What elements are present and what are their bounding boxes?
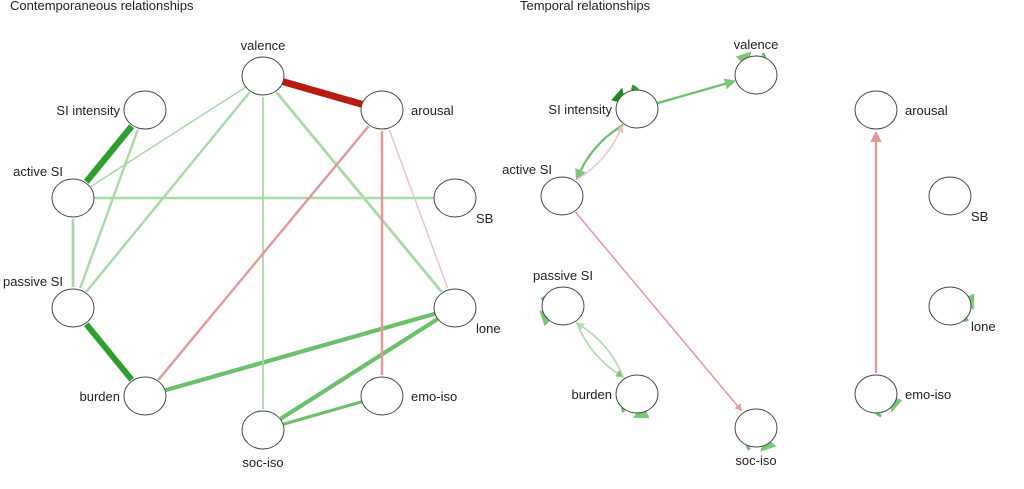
node-label: burden — [80, 389, 120, 404]
undirected-edge — [157, 125, 370, 381]
node-label: SB — [476, 211, 493, 226]
node-passive-si: passive SI — [533, 268, 593, 326]
directed-edge — [575, 321, 624, 378]
node-label: valence — [734, 37, 779, 52]
undirected-edge — [79, 129, 139, 289]
directed-edge — [575, 123, 624, 181]
node-active-si: active SI — [13, 164, 95, 218]
node-passive-si: passive SI — [3, 274, 95, 328]
node-circle — [51, 288, 95, 328]
node-label: valence — [241, 38, 286, 53]
node-arousal: arousal — [854, 90, 948, 130]
directed-edge — [576, 322, 625, 379]
node-circle — [360, 376, 404, 416]
node-sb: SB — [433, 178, 493, 226]
undirected-edge — [85, 91, 251, 293]
undirected-edge — [388, 129, 449, 289]
node-circle — [241, 56, 285, 96]
node-label: soc-iso — [735, 453, 776, 468]
node-emo-iso: emo-iso — [854, 374, 951, 414]
node-circle — [854, 90, 898, 130]
node-label: passive SI — [3, 274, 63, 289]
node-circle — [433, 178, 477, 218]
directed-edge — [574, 211, 743, 412]
node-label: soc-iso — [242, 455, 283, 470]
node-label: arousal — [411, 103, 454, 118]
node-valence: valence — [734, 37, 779, 95]
node-label: emo-iso — [411, 389, 457, 404]
undirected-edge — [164, 311, 436, 393]
node-valence: valence — [241, 38, 286, 96]
node-si-intensity: SI intensity — [56, 90, 167, 130]
node-label: active SI — [13, 164, 63, 179]
node-circle — [615, 374, 659, 414]
node-circle — [123, 376, 167, 416]
undirected-edge — [275, 91, 443, 293]
node-burden: burden — [80, 376, 167, 416]
node-soc-iso: soc-iso — [241, 410, 285, 470]
node-label: lone — [476, 321, 501, 336]
directed-edge — [656, 78, 737, 105]
node-label: SI intensity — [548, 102, 612, 117]
undirected-edge — [282, 400, 363, 426]
node-active-si: active SI — [502, 162, 584, 216]
undirected-edge — [90, 86, 246, 188]
node-circle — [360, 90, 404, 130]
undirected-edge — [282, 78, 363, 108]
node-circle — [241, 410, 285, 450]
node-circle — [123, 90, 167, 130]
node-circle — [854, 374, 898, 414]
node-circle — [734, 408, 778, 448]
node-label: active SI — [502, 162, 552, 177]
node-label: passive SI — [533, 268, 593, 283]
node-lone: lone — [928, 286, 996, 334]
node-circle — [615, 89, 659, 129]
directed-edge — [575, 125, 624, 181]
undirected-edge — [279, 317, 439, 421]
node-label: SI intensity — [56, 103, 120, 118]
node-sb: SB — [928, 176, 988, 224]
node-arousal: arousal — [360, 90, 454, 130]
node-circle — [928, 176, 972, 216]
undirected-edge — [83, 124, 135, 184]
node-emo-iso: emo-iso — [360, 376, 457, 416]
node-soc-iso: soc-iso — [734, 408, 778, 468]
node-burden: burden — [572, 374, 659, 414]
node-circle — [540, 176, 584, 216]
node-label: lone — [971, 319, 996, 334]
node-label: emo-iso — [905, 387, 951, 402]
node-lone: lone — [433, 288, 501, 336]
undirected-edge — [83, 322, 135, 382]
panel-title-contemporaneous: Contemporaneous relationships — [10, 0, 194, 13]
node-si-intensity: SI intensity — [548, 89, 659, 129]
node-label: arousal — [905, 103, 948, 118]
node-circle — [433, 288, 477, 328]
node-circle — [928, 286, 972, 326]
node-circle — [734, 55, 778, 95]
node-circle — [541, 286, 585, 326]
node-label: burden — [572, 387, 612, 402]
panel-title-temporal: Temporal relationships — [520, 0, 651, 13]
node-label: SB — [971, 209, 988, 224]
node-circle — [51, 178, 95, 218]
